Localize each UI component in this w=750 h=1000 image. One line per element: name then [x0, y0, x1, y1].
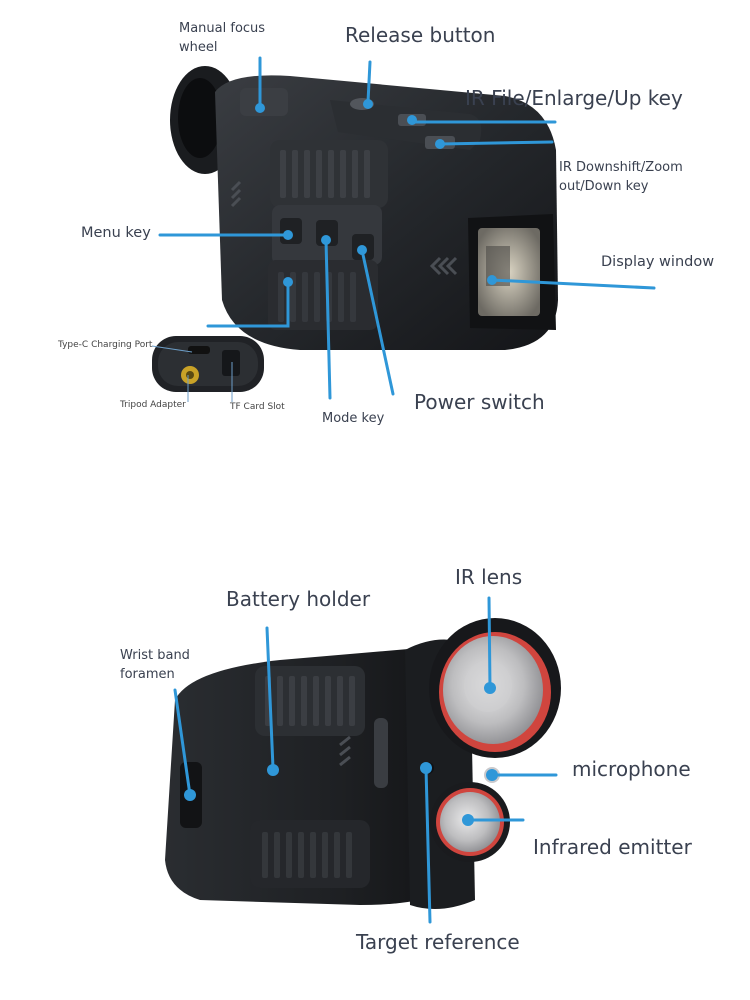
- bottom-device: [165, 618, 561, 909]
- label-manual-focus-line2: wheel: [179, 40, 218, 55]
- type-c-port-shape: [188, 346, 210, 354]
- label-ir-lens: IR lens: [455, 565, 523, 589]
- callout-display-window: [490, 278, 656, 290]
- tf-slot-shape: [222, 350, 240, 376]
- label-mode-key: Mode key: [322, 411, 385, 426]
- label-tripod-adapter: Tripod Adapter: [120, 400, 186, 410]
- callout-down-key: [438, 140, 554, 146]
- label-release-button: Release button: [345, 23, 496, 47]
- callout-target-reference: [424, 766, 432, 924]
- top-device: [152, 66, 558, 392]
- label-battery-holder: Battery holder: [226, 587, 371, 611]
- bottom-callouts: [173, 596, 558, 924]
- label-microphone: microphone: [572, 757, 691, 781]
- focus-wheel-shape: [240, 88, 288, 116]
- callout-port-inset: [206, 280, 290, 328]
- label-menu-key: Menu key: [81, 225, 151, 241]
- callout-mode-key: [324, 238, 332, 400]
- label-tf-card-slot: TF Card Slot: [230, 402, 285, 412]
- label-ir-downshift-zoom-out: IR Downshift/Zoom out/Down key: [559, 158, 683, 196]
- callout-wrist-band: [173, 688, 192, 797]
- callout-power-switch: [360, 248, 395, 396]
- chevrons-left: [230, 180, 242, 208]
- label-wrist-band-foramen: Wrist band foramen: [120, 646, 190, 684]
- label-infrared-emitter: Infrared emitter: [533, 835, 692, 859]
- lower-ribs: [268, 260, 378, 330]
- bottom-body-shell: [165, 648, 456, 905]
- label-power-switch: Power switch: [414, 390, 545, 414]
- label-ir-downshift-line1: IR Downshift/Zoom: [559, 160, 683, 175]
- upper-ribs: [270, 140, 388, 208]
- callout-battery-holder: [265, 626, 275, 770]
- bottom-callout-dots: [184, 682, 498, 826]
- callout-release-button: [366, 60, 372, 104]
- bottom-lower-ribs: [250, 820, 370, 888]
- label-manual-focus-line1: Manual focus: [179, 21, 266, 36]
- callout-ir-lens: [487, 596, 492, 690]
- top-callout-dots: [255, 99, 497, 287]
- label-wrist-band-line2: foramen: [120, 667, 175, 682]
- top-callouts: [158, 56, 656, 400]
- label-wrist-band-line1: Wrist band: [120, 648, 190, 663]
- label-manual-focus-wheel: Manual focus wheel: [179, 19, 265, 57]
- inset-callouts: [151, 345, 233, 402]
- label-ir-downshift-line2: out/Down key: [559, 179, 649, 194]
- chevrons-right: [429, 256, 458, 276]
- label-target-reference: Target reference: [356, 930, 520, 954]
- label-display-window: Display window: [601, 254, 715, 270]
- label-type-c-port: Type-C Charging Port: [58, 340, 153, 350]
- label-ir-file-enlarge-up-key: IR File/Enlarge/Up key: [465, 86, 683, 110]
- bottom-top-ribs: [255, 666, 365, 736]
- eyepiece-hole: [178, 78, 222, 158]
